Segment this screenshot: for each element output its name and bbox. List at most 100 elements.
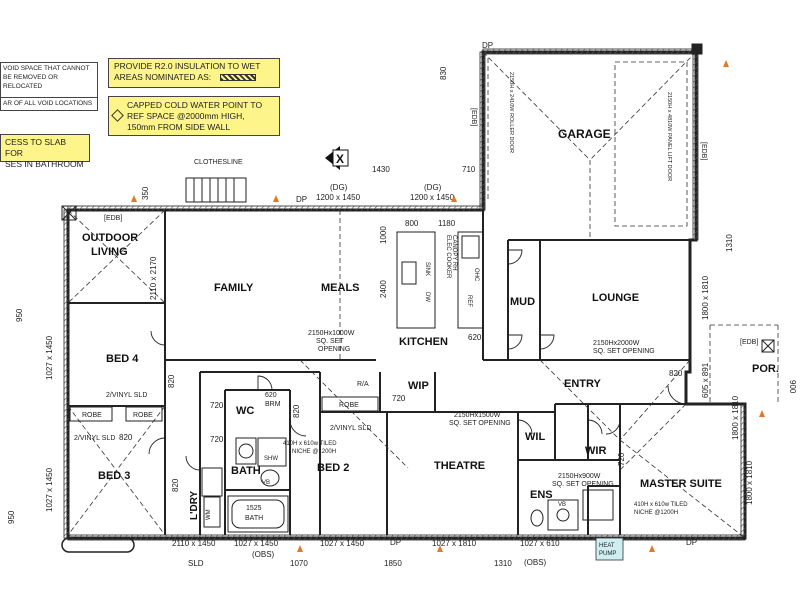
corner-markers (61, 43, 775, 353)
heat-pump-2: PUMP (599, 551, 616, 557)
cold-water-line-2: REF SPACE @2000mm HIGH, (127, 111, 245, 121)
room-por: POR. (752, 363, 779, 375)
wm-label: WM (206, 509, 212, 520)
dim-2400: 2400 (379, 280, 388, 298)
ohc-label: OHC (473, 268, 479, 282)
dim-620: 620 (468, 333, 482, 342)
dp-mark-2: DP (482, 41, 493, 50)
alfresco-step (61, 537, 135, 553)
door-swings (148, 249, 687, 471)
room-bed3: BED 3 (98, 470, 130, 482)
theatre-opening-1: 2150Hx1500W (454, 412, 501, 419)
brm-width: 620 (265, 392, 277, 399)
heat-pump-box (595, 537, 624, 561)
room-wil: WIL (525, 431, 545, 443)
room-wir: WIR (585, 445, 606, 457)
dim-830: 830 (439, 66, 448, 80)
outer-walls (66, 50, 747, 540)
obs-mark-1: (OBS) (252, 550, 275, 559)
dim-720b: 720 (210, 435, 224, 444)
dim-1310b: 1310 (494, 559, 512, 568)
dim-820b: 820 (167, 374, 176, 388)
room-master: MASTER SUITE (640, 478, 722, 490)
robe-label-3: ROBE (339, 402, 359, 409)
dp-mark-3: DP (686, 538, 697, 547)
opening-notes: 2150Hx1000W SQ. SET OPENING 2150Hx2000W … (283, 330, 688, 516)
room-wip: WIP (408, 380, 429, 392)
slab-access-note: CESS TO SLAB FOR SES IN BATHROOM (0, 134, 90, 169)
robe-label-2: ROBE (133, 412, 153, 419)
room-family: FAMILY (214, 282, 254, 294)
win-1027f: 1027 x 610 (520, 539, 560, 548)
lounge-opening-1: 2150Hx2000W (593, 340, 640, 347)
room-bath: BATH (231, 465, 261, 477)
insulation-line-2: AREAS NOMINATED AS: (114, 72, 212, 82)
sink-label: SINK (424, 262, 430, 276)
downpipe-markers (131, 60, 765, 552)
ref-label: REF (466, 295, 472, 307)
dim-820a: 820 (119, 433, 133, 442)
vinyl-sld-bed3: 2/VINYL SLD (74, 435, 115, 442)
cooker-label: ELEC COOKER (445, 235, 451, 279)
hatch-swatch-icon (219, 74, 256, 82)
vinyl-sld-bed4: 2/VINYL SLD (106, 392, 147, 399)
canopy-label: CANOPY RH (451, 235, 457, 271)
void-location-text: AR OF ALL VOID LOCATIONS (3, 100, 93, 107)
heat-pump-1: HEAT (599, 543, 615, 549)
kitchen-bench (396, 231, 484, 329)
insulation-line-1: PROVIDE R2.0 INSULATION TO WET (114, 61, 261, 71)
lounge-opening-2: SQ. SET OPENING (593, 348, 655, 355)
dim-710: 710 (462, 165, 476, 174)
win-1200b: 1200 x 1450 (410, 193, 455, 202)
vb-label-ens: VB (558, 502, 566, 508)
north-arrow-icon: X (325, 146, 349, 170)
dim-1070: 1070 (290, 559, 308, 568)
room-entry: ENTRY (564, 378, 602, 390)
dim-720a: 720 (210, 401, 224, 410)
void-note-line-2: BE REMOVED OR RELOCATED (3, 74, 58, 90)
win-1027d: 1027 x 1450 (320, 539, 365, 548)
win-1027e: 1027 x 1810 (432, 539, 477, 548)
dim-1850: 1850 (384, 559, 402, 568)
vinyl-sld-bed2: 2/VINYL SLD (330, 425, 371, 432)
sld-label: SLD (188, 559, 204, 568)
north-marker-label: X (336, 152, 344, 166)
internal-walls (68, 210, 690, 535)
family-opening-2: SQ. SET (316, 338, 344, 345)
win-1027b: 1027 x 1450 (45, 467, 54, 512)
slab-access-line-2: SES IN BATHROOM (5, 159, 84, 169)
slab-access-line-1: CESS TO SLAB FOR (5, 137, 67, 158)
dg-mark-2: (DG) (424, 183, 442, 192)
win-1027a: 1027 x 1450 (45, 335, 54, 380)
roller-door-label: 2150H x 2410W ROLLER DOOR (508, 72, 514, 153)
room-bed2: BED 2 (317, 462, 349, 474)
room-bed4: BED 4 (106, 353, 139, 365)
dim-820e: 820 (171, 478, 180, 492)
room-lounge: LOUNGE (592, 292, 639, 304)
void-location-note: AR OF ALL VOID LOCATIONS (0, 97, 98, 111)
room-meals: MEALS (321, 282, 360, 294)
dim-820d: 820 (669, 369, 683, 378)
room-ldry: L'DRY (189, 490, 200, 520)
dg-mark-1: (DG) (330, 183, 348, 192)
room-ens: ENS (530, 489, 553, 501)
clothesline-icon (185, 177, 247, 203)
room-labels: GARAGE OUTDOOR LIVING FAMILY MEALS KITCH… (82, 127, 779, 520)
cold-water-line-3: 150mm FROM SIDE WALL (127, 122, 231, 132)
win-1800c: 1800 x 1810 (745, 460, 754, 505)
room-outdoor-2: LIVING (91, 246, 128, 258)
bath-niche-2: NICHE @1200H (292, 449, 336, 455)
room-kitchen: KITCHEN (399, 336, 448, 348)
dim-720d: 720 (617, 452, 626, 466)
win-2110b: 2110 x 1450 (172, 539, 216, 548)
edb-tag-2: [EDB] (740, 339, 758, 346)
dim-800: 800 (405, 219, 419, 228)
dim-350: 350 (141, 186, 150, 200)
dimension-labels: 830 1430 710 350 800 1180 1000 2400 620 … (7, 66, 797, 568)
room-outdoor-1: OUTDOOR (82, 232, 138, 244)
dim-950: 950 (15, 308, 24, 322)
brm-label: BRM (265, 401, 281, 408)
dim-1430: 1430 (372, 165, 390, 174)
room-wc: WC (236, 405, 254, 417)
